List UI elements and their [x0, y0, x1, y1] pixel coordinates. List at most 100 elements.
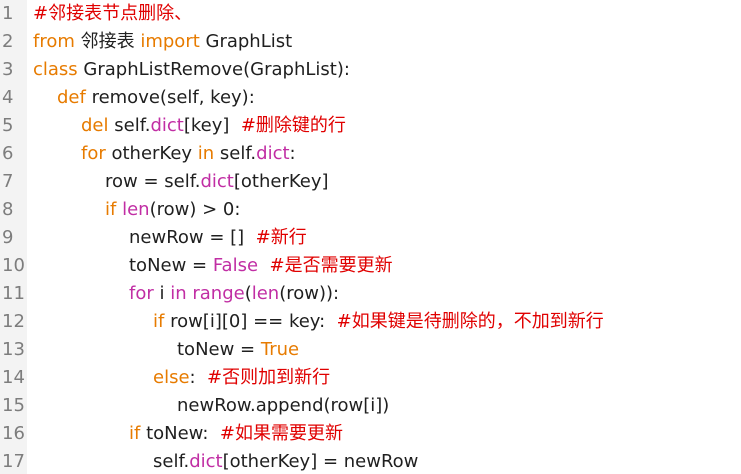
code-keyword: del — [81, 115, 109, 136]
code-keyword: if — [153, 311, 165, 332]
code-line[interactable]: 6 for otherKey in self.dict: — [2, 140, 741, 168]
line-number: 4 — [2, 87, 14, 108]
code-text: : — [289, 143, 296, 164]
code-line[interactable]: 15 newRow.append(row[i]) — [2, 392, 741, 420]
code-line-content: else: #否则加到新行 — [153, 364, 330, 392]
line-number: 6 — [2, 143, 14, 164]
code-line[interactable]: 11 for i in range(len(row)): — [2, 280, 741, 308]
code-line-content: from 邻接表 import GraphList — [33, 28, 292, 56]
code-line[interactable]: 14 else: #否则加到新行 — [2, 364, 741, 392]
code-keyword: len — [251, 283, 280, 304]
line-number: 2 — [2, 31, 14, 52]
code-text: self. — [214, 143, 257, 164]
line-number: 16 — [2, 423, 25, 444]
code-line[interactable]: 7 row = self.dict[otherKey] — [2, 168, 741, 196]
code-keyword: dict — [256, 143, 290, 164]
code-text: : — [189, 367, 208, 388]
code-line[interactable]: 1 #邻接表节点删除、 — [2, 0, 741, 28]
code-line[interactable]: 4 def remove(self, key): — [2, 84, 741, 112]
code-text — [258, 255, 269, 276]
code-line-content: class GraphListRemove(GraphList): — [33, 56, 350, 84]
code-line[interactable]: 2 from 邻接表 import GraphList — [2, 28, 741, 56]
line-number: 12 — [2, 311, 25, 332]
line-number: 1 — [2, 3, 14, 24]
code-line[interactable]: 9 newRow = [] #新行 — [2, 224, 741, 252]
code-comment: #邻接表节点删除、 — [33, 3, 193, 24]
line-number: 8 — [2, 199, 14, 220]
code-text: self. — [108, 115, 151, 136]
code-keyword: def — [57, 87, 86, 108]
line-number: 9 — [2, 227, 14, 248]
code-text: (row) > 0: — [149, 199, 241, 220]
code-keyword: dict — [150, 115, 184, 136]
code-line[interactable]: 13 toNew = True — [2, 336, 741, 364]
code-line[interactable]: 12 if row[i][0] == key: #如果键是待删除的，不加到新行 — [2, 308, 741, 336]
line-number-gutter — [0, 0, 27, 474]
code-text: remove(self, key): — [85, 87, 255, 108]
code-text: i — [153, 283, 171, 304]
code-line[interactable]: 8 if len(row) > 0: — [2, 196, 741, 224]
code-text: [otherKey] — [233, 171, 329, 192]
code-text: self. — [153, 451, 190, 472]
code-comment: #如果需要更新 — [219, 423, 344, 444]
line-number: 11 — [2, 283, 25, 304]
code-keyword: for — [129, 283, 154, 304]
code-text: ( — [244, 283, 252, 304]
code-keyword: True — [260, 339, 300, 360]
code-line-content: if len(row) > 0: — [105, 196, 240, 224]
line-number: 10 — [2, 255, 25, 276]
code-keyword: len — [122, 199, 150, 220]
code-line-content: toNew = False #是否需要更新 — [129, 252, 393, 280]
code-keyword: if — [129, 423, 141, 444]
code-text: GraphList — [199, 31, 293, 52]
code-comment: #如果键是待删除的，不加到新行 — [336, 311, 604, 332]
code-line-content: if row[i][0] == key: #如果键是待删除的，不加到新行 — [153, 308, 604, 336]
code-text: (row)): — [279, 283, 340, 304]
code-text: newRow = [] — [129, 227, 256, 248]
code-text: [key] — [183, 115, 241, 136]
code-keyword: dict — [200, 171, 234, 192]
code-text: newRow.append(row[i]) — [177, 395, 390, 416]
line-number: 5 — [2, 115, 14, 136]
code-line[interactable]: 5 del self.dict[key] #删除键的行 — [2, 112, 741, 140]
code-text: row[i][0] == key: — [164, 311, 337, 332]
code-text: 邻接表 — [74, 31, 141, 52]
code-text: toNew: — [140, 423, 220, 444]
code-line[interactable]: 16 if toNew: #如果需要更新 — [2, 420, 741, 448]
code-line[interactable]: 10 toNew = False #是否需要更新 — [2, 252, 741, 280]
code-line-content: for i in range(len(row)): — [129, 280, 339, 308]
code-line-content: toNew = True — [177, 336, 299, 364]
code-line-content: self.dict[otherKey] = newRow — [153, 448, 418, 474]
code-keyword: class — [33, 59, 78, 80]
code-text: toNew = — [177, 339, 261, 360]
line-number: 14 — [2, 367, 25, 388]
code-keyword: dict — [189, 451, 223, 472]
code-keyword: from — [33, 31, 75, 52]
code-text: row = self. — [105, 171, 201, 192]
code-line-content: newRow = [] #新行 — [129, 224, 307, 252]
line-number: 7 — [2, 171, 14, 192]
line-number: 13 — [2, 339, 25, 360]
code-text: GraphListRemove(GraphList): — [77, 59, 350, 80]
code-keyword: if — [105, 199, 117, 220]
code-comment: #新行 — [255, 227, 307, 248]
code-keyword: for — [81, 143, 106, 164]
code-text: otherKey — [105, 143, 198, 164]
code-line-content: #邻接表节点删除、 — [33, 0, 192, 28]
code-keyword: in — [197, 143, 215, 164]
code-line-content: if toNew: #如果需要更新 — [129, 420, 343, 448]
code-comment: #删除键的行 — [240, 115, 346, 136]
line-number: 15 — [2, 395, 25, 416]
code-comment: #否则加到新行 — [207, 367, 331, 388]
code-line-content: for otherKey in self.dict: — [81, 140, 296, 168]
code-text: [otherKey] = newRow — [222, 451, 419, 472]
code-line-content: def remove(self, key): — [57, 84, 255, 112]
code-keyword: False — [212, 255, 259, 276]
code-line-content: newRow.append(row[i]) — [177, 392, 389, 420]
code-line-content: row = self.dict[otherKey] — [105, 168, 329, 196]
code-text: toNew = — [129, 255, 213, 276]
